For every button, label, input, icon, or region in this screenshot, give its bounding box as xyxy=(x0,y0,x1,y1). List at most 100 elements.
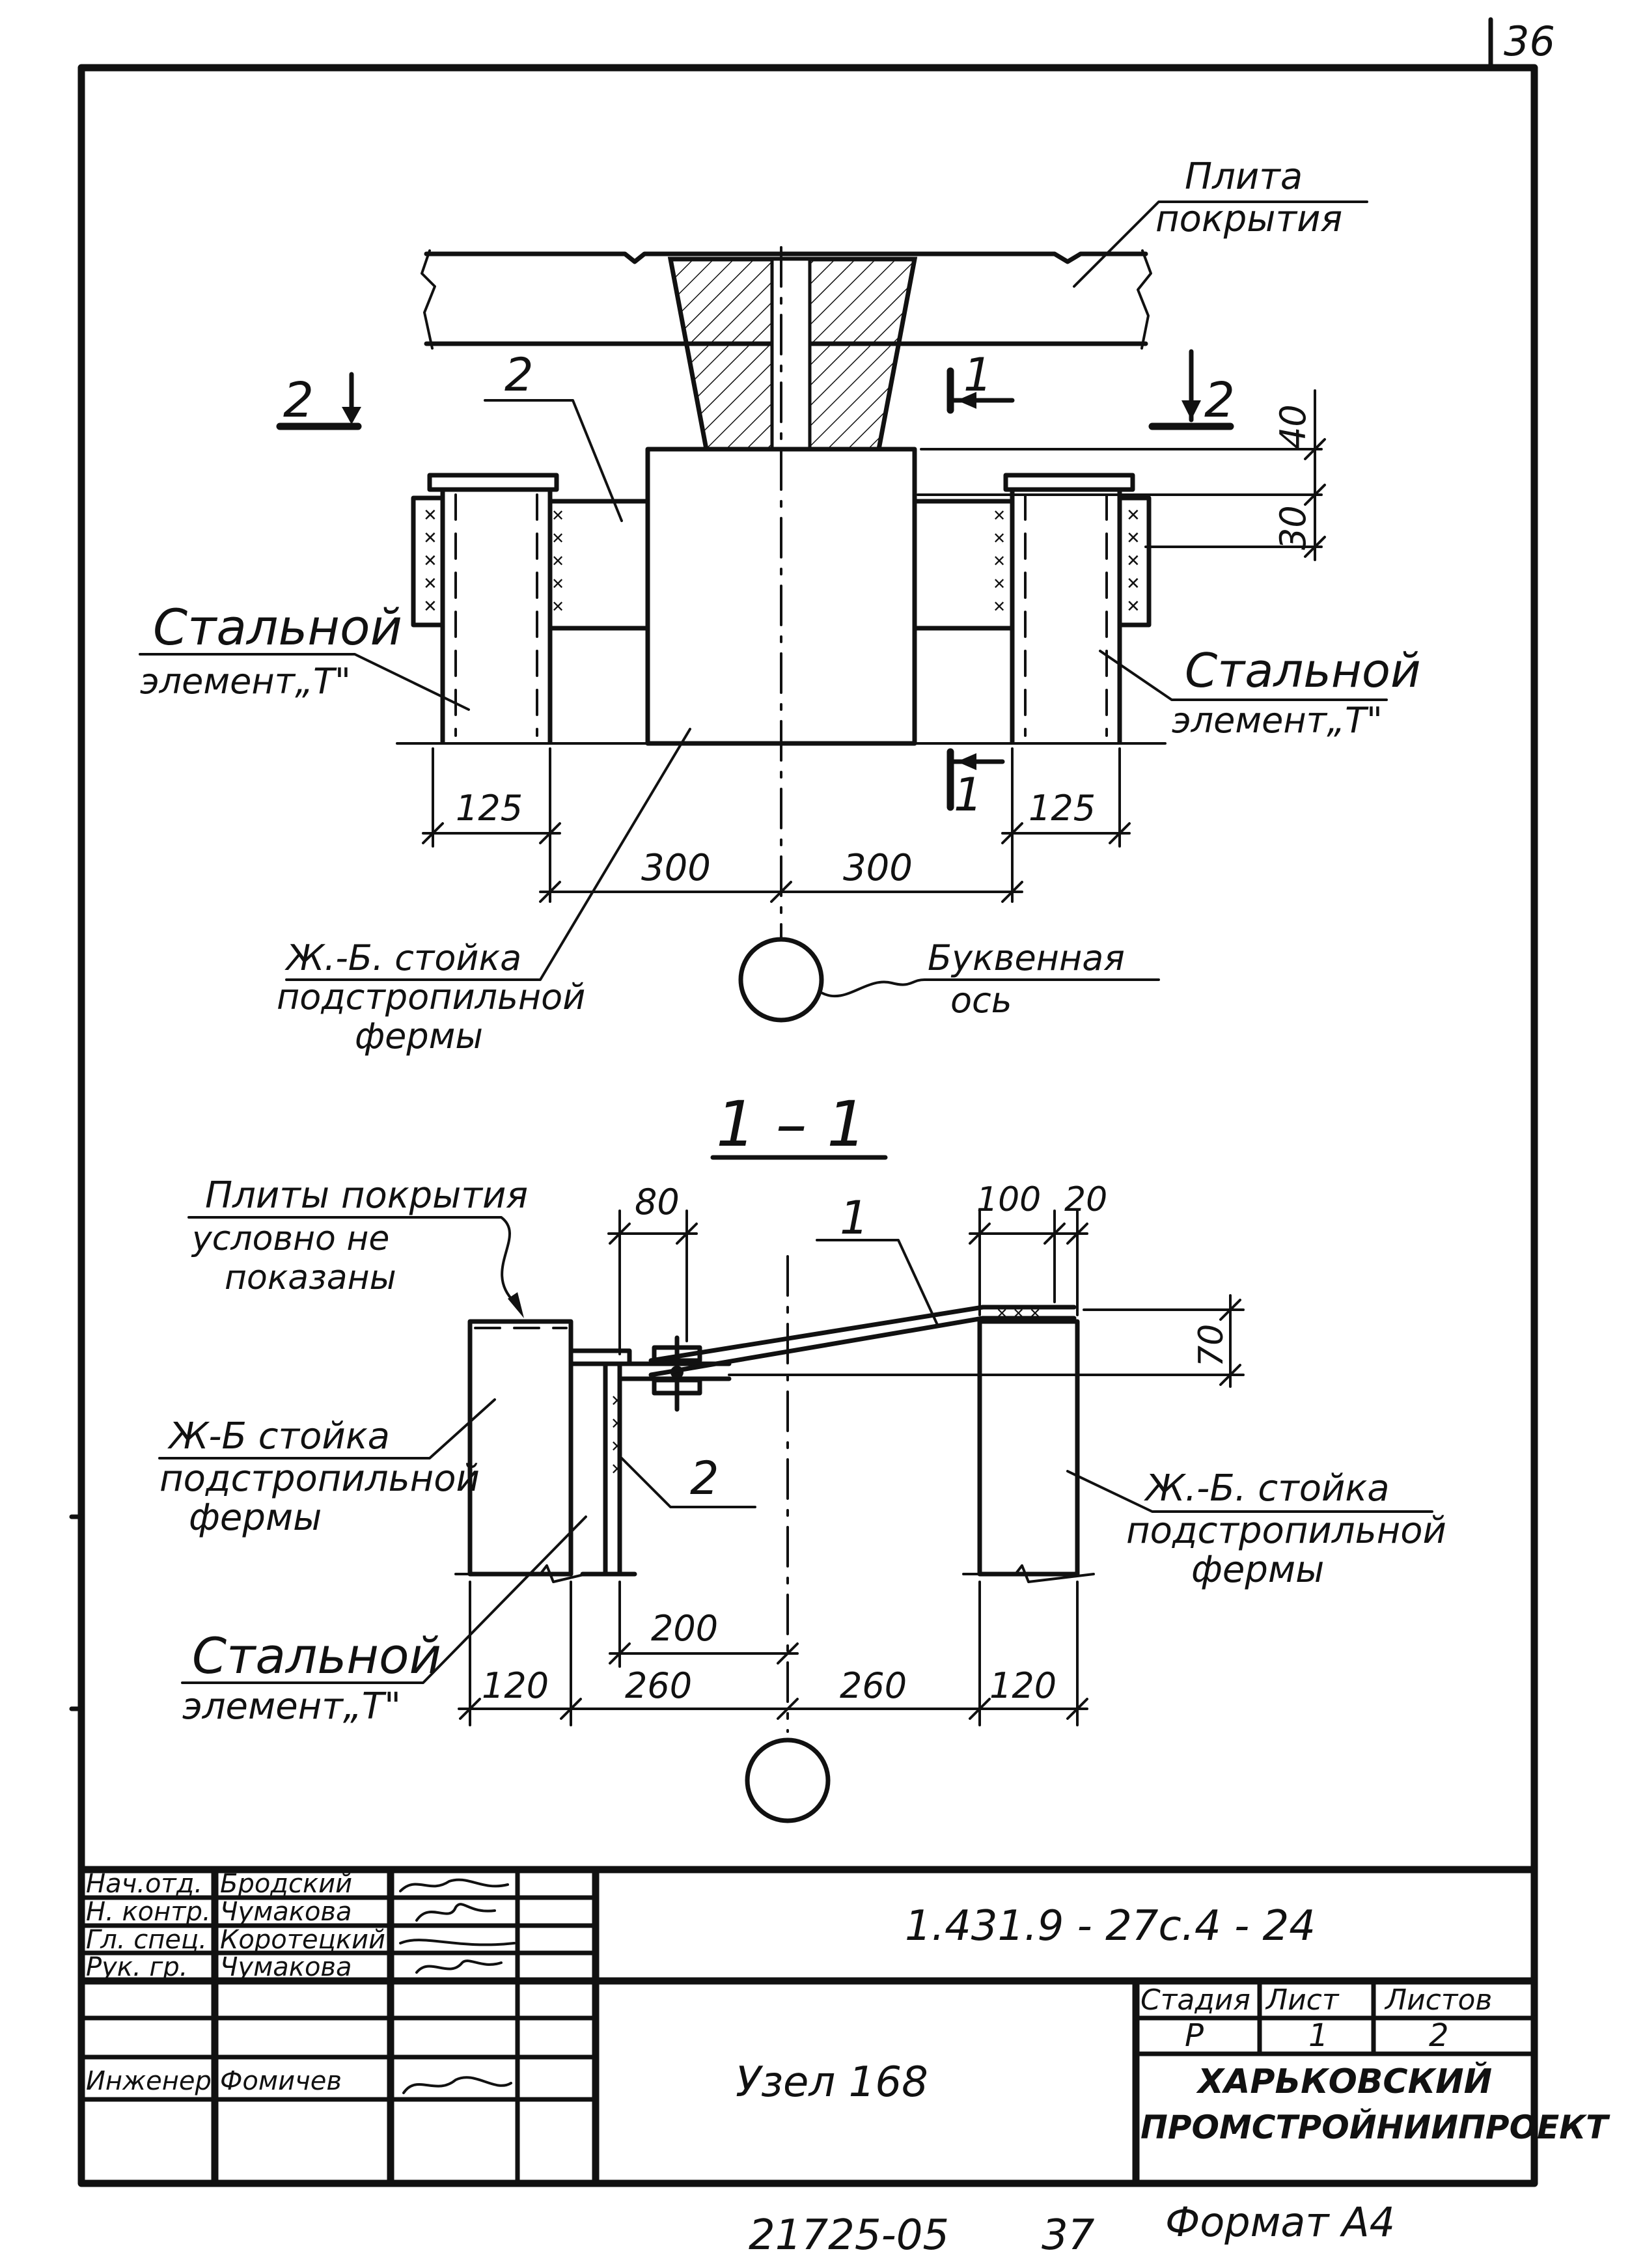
svg-text:✕: ✕ xyxy=(551,552,564,570)
header-stage: Стадия xyxy=(1140,1984,1250,2017)
dim-260-left: 260 xyxy=(625,1665,692,1706)
section-top-dims xyxy=(607,1210,1245,1388)
svg-text:✕: ✕ xyxy=(611,1392,624,1410)
format-label: Формат А4 xyxy=(1165,2198,1395,2246)
dim-plan-horizontal xyxy=(422,747,1131,903)
signatures xyxy=(399,1878,516,2094)
svg-text:✕: ✕ xyxy=(1126,506,1140,525)
svg-text:✕: ✕ xyxy=(1126,574,1140,594)
name-1: Бродский xyxy=(220,1869,352,1899)
label-steel-left-1: Стальной xyxy=(153,598,402,656)
label-column-1: Ж.-Б. стойка xyxy=(284,937,521,978)
label-steel-section-2: элемент„Т" xyxy=(182,1685,401,1728)
section-2-right: 2 xyxy=(1204,372,1235,428)
plan-view: ✕ ✕ ✕ ✕ ✕ ✕ ✕ ✕ ✕ ✕ ✕ ✕ ✕ ✕ ✕ ✕ ✕ xyxy=(139,156,1421,1057)
rc-column-left xyxy=(454,1319,587,1583)
section-2-left: 2 xyxy=(283,372,314,428)
svg-text:✕: ✕ xyxy=(993,598,1006,616)
title-block xyxy=(77,1866,1538,2187)
dim-125-right: 125 xyxy=(1029,788,1096,829)
dim-120-right: 120 xyxy=(989,1665,1057,1706)
svg-text:✕: ✕ xyxy=(993,529,1006,547)
svg-text:✕: ✕ xyxy=(1126,529,1140,548)
label-steel-right-2: элемент„Т" xyxy=(1172,700,1383,741)
label-column-left-3: фермы xyxy=(189,1497,322,1539)
svg-text:✕: ✕ xyxy=(551,598,564,616)
section-1-1: 1 – 1 ✕ ✕ ✕ ✕ xyxy=(158,1088,1446,1823)
section-title: 1 – 1 xyxy=(716,1088,866,1161)
dim-300-right: 300 xyxy=(843,847,913,889)
svg-text:✕: ✕ xyxy=(551,506,564,525)
dim-40: 40 xyxy=(1273,404,1314,449)
label-column-3: фермы xyxy=(355,1016,483,1057)
dim-300-left: 300 xyxy=(641,847,711,889)
section-bottom-dims xyxy=(458,1581,1088,1726)
label-column-right-2: подстропильной xyxy=(1126,1510,1446,1552)
svg-text:✕: ✕ xyxy=(1126,551,1140,571)
section-mark-1 xyxy=(946,367,1015,811)
steel-element-section: ✕ ✕ ✕ ✕ xyxy=(568,1348,637,1577)
svg-text:✕: ✕ xyxy=(423,551,437,571)
stage-value: Р xyxy=(1185,2017,1204,2054)
dim-120-left: 120 xyxy=(482,1665,549,1706)
rc-column-right xyxy=(962,1319,1095,1583)
sloped-plate: ✕ ✕ ✕ xyxy=(648,1305,1077,1377)
svg-text:✕: ✕ xyxy=(551,529,564,547)
section-1-top: 1 xyxy=(963,348,993,402)
svg-text:✕: ✕ xyxy=(423,506,437,525)
org-name-1: ХАРЬКОВСКИЙ xyxy=(1196,2062,1492,2101)
svg-text:✕: ✕ xyxy=(1126,597,1140,616)
dim-125-left: 125 xyxy=(456,788,523,829)
label-column-right-1: Ж.-Б. стойка xyxy=(1144,1467,1390,1510)
steel-element-right: ✕ ✕ ✕ ✕ ✕ ✕ ✕ ✕ ✕ ✕ xyxy=(912,473,1152,745)
section-mark-2 xyxy=(276,349,1234,430)
plan-item-2: 2 xyxy=(504,348,534,402)
svg-text:✕: ✕ xyxy=(993,506,1006,525)
label-column-left-2: подстропильной xyxy=(159,1458,480,1500)
dim-200: 200 xyxy=(651,1608,718,1649)
dim-20: 20 xyxy=(1064,1180,1107,1219)
svg-text:✕: ✕ xyxy=(993,552,1006,570)
page-number: 37 xyxy=(1042,2211,1095,2260)
steel-element-left: ✕ ✕ ✕ ✕ ✕ ✕ ✕ ✕ ✕ ✕ xyxy=(411,473,650,745)
label-column-left-1: Ж-Б стойка xyxy=(167,1415,390,1458)
sheet-number: 36 xyxy=(1504,18,1555,65)
svg-text:✕: ✕ xyxy=(611,1437,624,1456)
role-1: Нач.отд. xyxy=(86,1869,202,1899)
dim-260-right: 260 xyxy=(840,1665,907,1706)
label-slabs-1: Плиты покрытия xyxy=(205,1174,528,1217)
label-slabs-2: условно не xyxy=(191,1219,389,1258)
label-slab-1: Плита xyxy=(1185,156,1303,198)
item-2-label: 2 xyxy=(690,1452,719,1505)
label-steel-section-1: Стальной xyxy=(192,1627,441,1685)
svg-text:✕: ✕ xyxy=(423,529,437,548)
label-axis-2: ось xyxy=(950,980,1012,1021)
title-block-roles: Нач.отд. Н. контр. Гл. спец. Рук. гр. Ин… xyxy=(86,1869,385,2096)
dim-40-30 xyxy=(917,389,1326,561)
name-3: Коротецкий xyxy=(220,1925,385,1955)
letter-axis-circle xyxy=(738,937,824,1023)
role-7: Инженер xyxy=(86,2066,212,2096)
drawing-title: Узел 168 xyxy=(736,2058,928,2107)
svg-text:✕: ✕ xyxy=(423,597,437,616)
svg-text:✕: ✕ xyxy=(993,575,1006,593)
name-4: Чумакова xyxy=(220,1952,352,1982)
header-sheets: Листов xyxy=(1384,1984,1492,2017)
header-sheet: Лист xyxy=(1265,1984,1340,2017)
label-slabs-3: показаны xyxy=(225,1258,396,1297)
svg-text:✕: ✕ xyxy=(611,1415,624,1433)
role-4: Рук. гр. xyxy=(86,1952,188,1982)
name-7: Фомичев xyxy=(220,2066,342,2096)
svg-text:✕: ✕ xyxy=(611,1460,624,1478)
sheet-value: 1 xyxy=(1308,2017,1329,2054)
svg-text:✕: ✕ xyxy=(551,575,564,593)
dim-30: 30 xyxy=(1273,505,1314,550)
svg-text:✕: ✕ xyxy=(423,574,437,594)
inventory-number: 21725-05 xyxy=(749,2211,949,2260)
name-2: Чумакова xyxy=(220,1897,352,1927)
sheet-frame xyxy=(77,17,1538,2187)
label-slab-2: покрытия xyxy=(1155,198,1342,240)
label-steel-right-1: Стальной xyxy=(1185,643,1421,698)
section-axis-circle xyxy=(745,1737,831,1823)
